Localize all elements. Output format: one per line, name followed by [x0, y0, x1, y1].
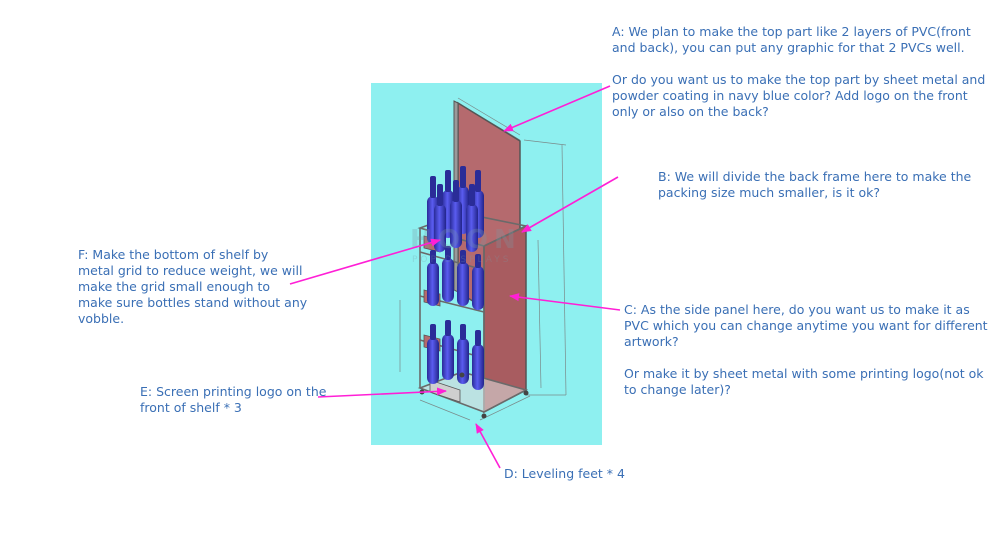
- bottle: [457, 250, 469, 306]
- arrow-f: [289, 238, 441, 285]
- bottle: [442, 246, 454, 302]
- watermark-subtitle: POP DISPLAYS: [412, 255, 511, 265]
- watermark-logo: HOON: [410, 225, 522, 255]
- bottles: [427, 166, 484, 390]
- bottle: [450, 180, 462, 248]
- arrow-d: [475, 423, 501, 469]
- bottle: [457, 324, 469, 384]
- arrow-b: [521, 176, 619, 233]
- bottle: [472, 254, 484, 310]
- arrow-a: [503, 85, 611, 132]
- arrow-c: [509, 293, 621, 311]
- note-a-top-part: A: We plan to make the top part like 2 l…: [612, 24, 986, 119]
- annotation-arrows: [289, 85, 621, 469]
- bottle: [466, 184, 478, 252]
- note-c-side-panel: C: As the side panel here, do you want u…: [624, 302, 988, 397]
- arrow-e: [317, 387, 447, 398]
- bottle: [472, 330, 484, 390]
- note-b-back-frame: B: We will divide the back frame here to…: [658, 169, 972, 200]
- bottle: [427, 250, 439, 306]
- note-f-shelf-grid: F: Make the bottom of shelf by metal gri…: [78, 247, 308, 326]
- bottle: [442, 320, 454, 380]
- watermark: HOON POP DISPLAYS: [410, 225, 522, 265]
- note-d-leveling-feet: D: Leveling feet * 4: [504, 466, 625, 481]
- dimension-lines: [399, 97, 567, 421]
- note-e-screen-printing: E: Screen printing logo on the front of …: [140, 384, 327, 415]
- bottle: [427, 324, 439, 384]
